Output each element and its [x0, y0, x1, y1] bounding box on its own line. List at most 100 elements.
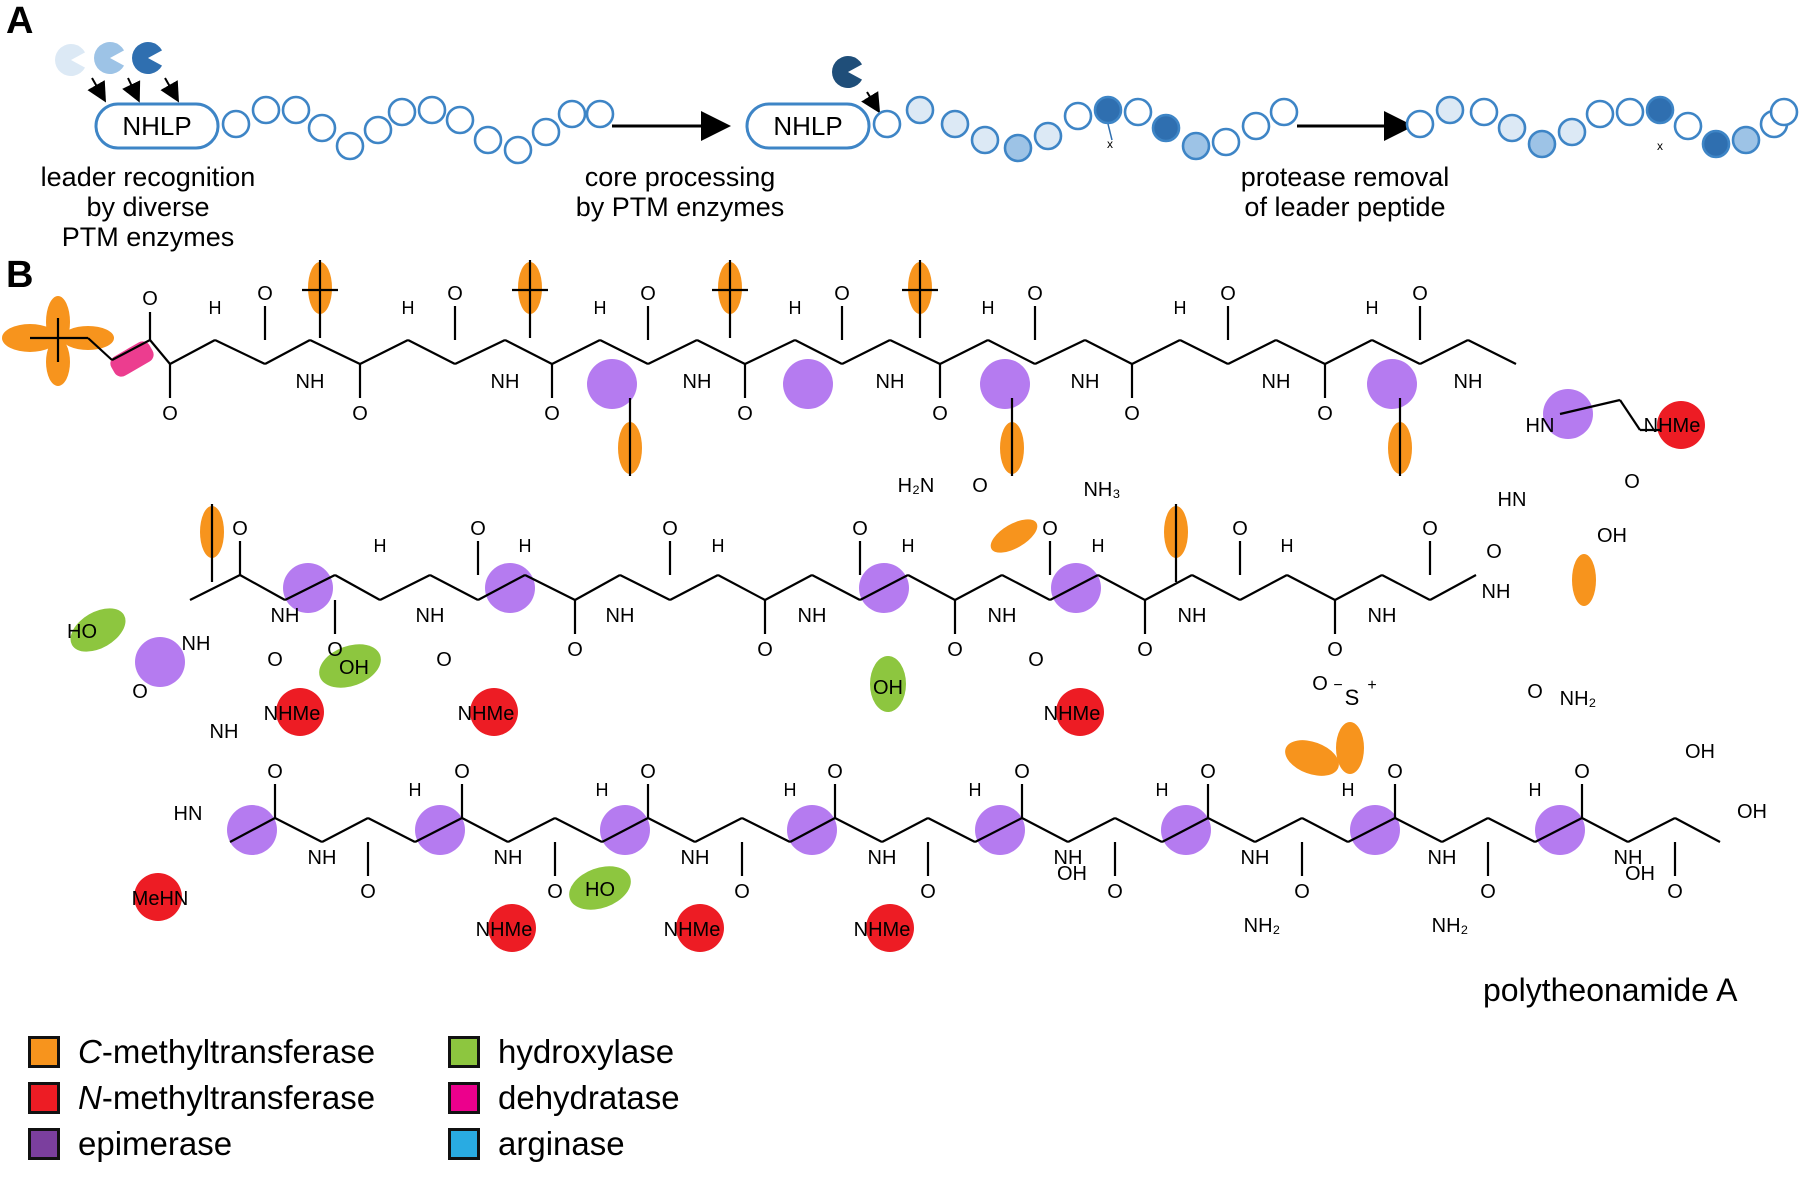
nh-label: NH	[606, 605, 635, 627]
bond	[1581, 817, 1629, 843]
compound-name: polytheonamide A	[1483, 972, 1738, 1008]
peptide-residue	[1645, 95, 1675, 125]
nh-label: NH	[1482, 581, 1511, 603]
bond	[1334, 574, 1383, 601]
bond	[574, 574, 621, 601]
bond	[274, 817, 323, 843]
oxygen-label: O	[142, 288, 158, 310]
bond	[309, 339, 361, 365]
hydrogen-label: H	[1342, 780, 1355, 800]
caption-leader-recognition: leader recognition by diverse PTM enzyme…	[28, 162, 268, 252]
oxygen-label: O	[232, 518, 248, 540]
oxygen-label: O	[162, 403, 178, 425]
bond	[554, 817, 603, 843]
nh-label: NH	[1054, 847, 1083, 869]
enzyme-navy-icon	[832, 56, 863, 88]
oxygen-label: O	[932, 403, 948, 425]
oxygen-label: O	[1220, 283, 1236, 305]
peptide-residue	[905, 95, 935, 125]
bond	[764, 574, 813, 601]
bond	[477, 574, 526, 601]
nh-label: NH	[681, 847, 710, 869]
bond	[551, 339, 601, 365]
legend-label: epimerase	[78, 1125, 233, 1162]
peptide-residue	[1181, 131, 1211, 161]
peptide-residue	[557, 99, 587, 129]
oxygen-label: O	[1387, 761, 1403, 783]
bond	[1381, 574, 1431, 601]
bond	[1034, 339, 1086, 365]
nh-label: NH	[868, 847, 897, 869]
structure-bonds	[30, 260, 1721, 876]
oxygen-label: O	[1574, 761, 1590, 783]
caption-line: by diverse	[86, 192, 210, 222]
nh2-label: NH₂	[1244, 915, 1281, 937]
bond	[1097, 574, 1146, 601]
bond	[1021, 817, 1069, 843]
hydrogen-label: H	[519, 536, 532, 556]
bond	[367, 817, 416, 843]
epimerase-mark	[135, 637, 185, 687]
legend-swatch	[448, 1082, 480, 1114]
peptide-residue	[970, 125, 1000, 155]
n-methyl-mark	[488, 904, 536, 952]
bond	[1049, 574, 1099, 601]
nh-label: NH	[1368, 605, 1397, 627]
oxygen-label: O	[640, 761, 656, 783]
charge-label: +	[1367, 677, 1376, 694]
charge-label: −	[1333, 677, 1342, 694]
nhme-label: NHMe	[476, 919, 533, 941]
bond	[599, 339, 649, 365]
nh-label: NH	[210, 721, 239, 743]
n-methyl-mark	[866, 904, 914, 952]
legend-item-c-methyltransferase: C-methyltransferase	[28, 1030, 375, 1074]
peptide-residue	[387, 97, 417, 127]
bond	[1674, 817, 1721, 843]
nh-label: NH	[271, 605, 300, 627]
bond	[1419, 339, 1469, 365]
bond	[939, 339, 989, 365]
oxygen-label: O	[1422, 518, 1438, 540]
peptide-residue	[1615, 97, 1645, 127]
hydroxyl-label: OH	[1597, 525, 1627, 547]
oxygen-label: O	[1667, 881, 1683, 903]
hydrogen-label: H	[594, 298, 607, 318]
legend-label: arginase	[498, 1125, 625, 1162]
nh-label: NH	[1428, 847, 1457, 869]
peptide-residue	[417, 95, 447, 125]
n-methyl-mark	[676, 904, 724, 952]
oxygen-label: O	[132, 681, 148, 703]
legend-swatch	[28, 1082, 60, 1114]
oxygen-label: O	[1327, 639, 1343, 661]
bond	[461, 817, 509, 843]
hydroxyl-label: OH	[1737, 801, 1767, 823]
nh-label: NH	[296, 371, 325, 393]
oxygen-label: O	[920, 881, 936, 903]
hydroxyl-label: HO	[67, 621, 97, 643]
caption-protease-removal: protease removal of leader peptide	[1215, 162, 1475, 222]
hydroxylase-mark	[870, 656, 906, 712]
bond	[927, 817, 976, 843]
nh-label: NH	[416, 605, 445, 627]
peptide-residue	[445, 105, 475, 135]
peptide-residue	[1003, 133, 1033, 163]
caption-line: core processing	[584, 162, 776, 192]
legend-label: N-methyltransferase	[78, 1079, 376, 1116]
peptide-residue	[1497, 113, 1527, 143]
oxygen-label: O	[1124, 403, 1140, 425]
bond	[696, 339, 746, 365]
nh-label: NH	[1262, 371, 1291, 393]
hydroxyl-label: OH	[1625, 863, 1655, 885]
oxygen-label: O	[1137, 639, 1153, 661]
bond	[359, 339, 409, 365]
nh-label: NH	[798, 605, 827, 627]
peptide-residue	[1063, 101, 1093, 131]
legend-item-epimerase: epimerase	[28, 1122, 232, 1166]
nhme-label: NHMe	[1044, 703, 1101, 725]
enzyme-light-icon	[54, 44, 86, 76]
bond	[284, 574, 336, 601]
binding-arrow	[861, 91, 881, 114]
oxygen-label: O	[1412, 283, 1428, 305]
